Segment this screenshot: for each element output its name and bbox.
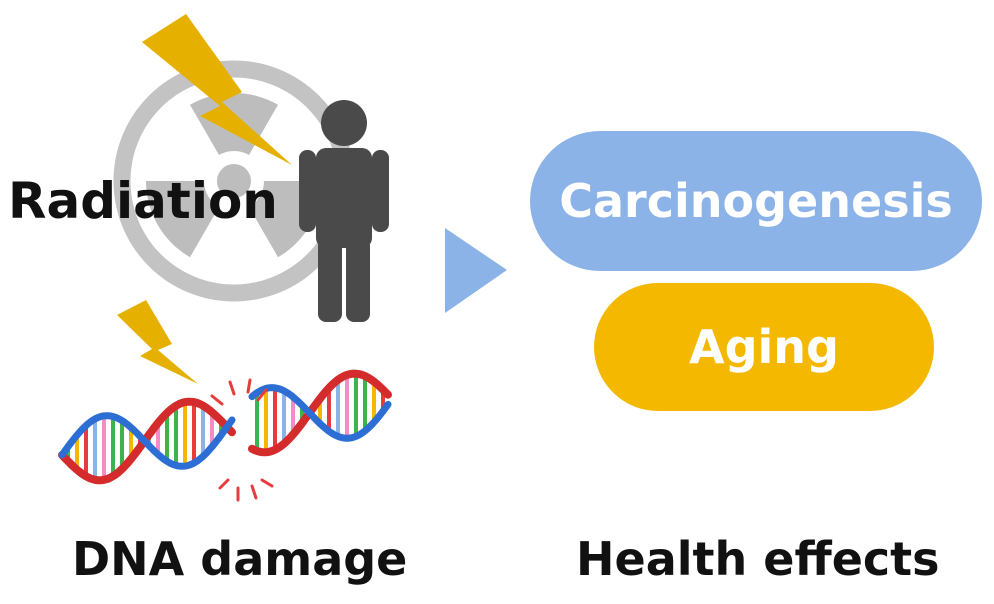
dna-damage-label: DNA damage [72, 532, 408, 586]
aging-pill: Aging [594, 283, 934, 411]
dna-break-mark [256, 388, 268, 402]
dna-break-mark [250, 484, 258, 500]
lightning-bolt-icon [117, 300, 198, 384]
dna-break-mark [218, 478, 230, 490]
health-effects-label: Health effects [576, 532, 940, 586]
lightning-bolt-icon [142, 14, 292, 165]
dna-break-mark [260, 478, 274, 488]
dna-break-mark [210, 394, 224, 406]
arrow-right-icon [445, 228, 507, 313]
radiation-label: Radiation [8, 172, 278, 230]
dna-break-mark [228, 380, 236, 396]
carcinogenesis-pill: Carcinogenesis [530, 131, 982, 271]
aging-label: Aging [689, 320, 839, 374]
dna-double-helix-icon [58, 369, 392, 502]
dna-break-mark [246, 378, 252, 394]
carcinogenesis-label: Carcinogenesis [559, 174, 953, 228]
person-icon [299, 100, 389, 322]
